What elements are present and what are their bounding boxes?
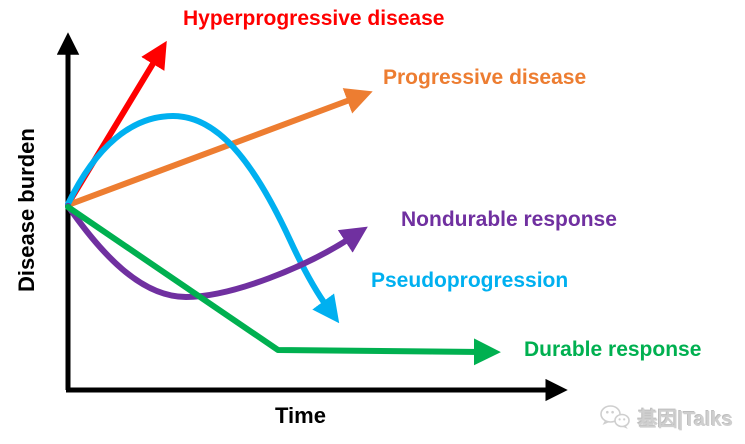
y-axis-title: Disease burden	[14, 128, 39, 292]
x-axis-title: Time	[275, 403, 326, 428]
watermark: 基因|Talks	[599, 403, 733, 432]
label-pseudoprogression: Pseudoprogression	[371, 269, 569, 292]
label-hyperprogressive-disease: Hyperprogressive disease	[183, 7, 445, 30]
label-nondurable-response: Nondurable response	[401, 208, 617, 231]
curve-progressive-disease	[65, 88, 373, 208]
curve-nondurable-response	[65, 203, 368, 301]
label-progressive-disease: Progressive disease	[383, 66, 587, 89]
label-durable-response: Durable response	[524, 338, 702, 361]
watermark-text: 基因|Talks	[637, 409, 733, 431]
curve-durable-response	[65, 204, 501, 366]
curve-pseudoprogression	[65, 112, 340, 324]
chat-bubbles-icon	[599, 405, 630, 429]
